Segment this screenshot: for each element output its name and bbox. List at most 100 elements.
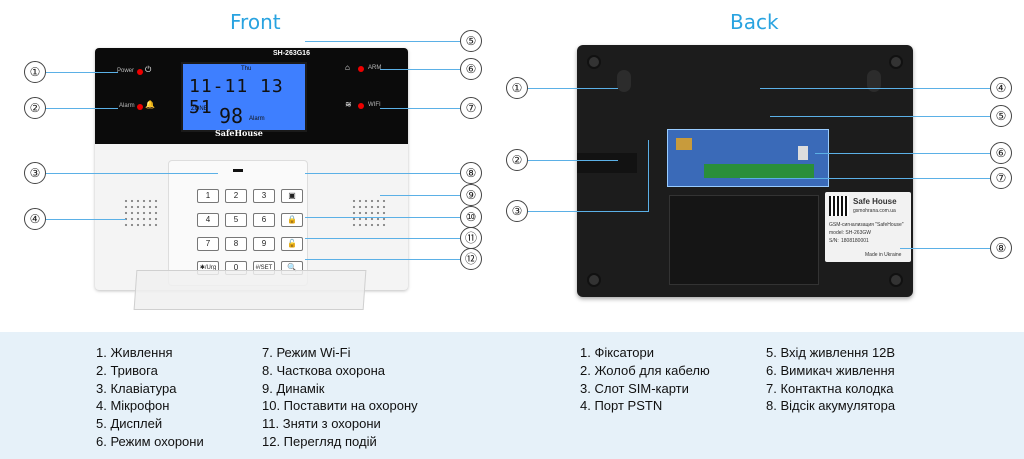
key-9[interactable]: 9: [253, 237, 275, 251]
legend-item: 12. Перегляд подій: [262, 433, 377, 449]
callout-line: [46, 219, 126, 220]
callout-8: ⑧: [460, 162, 482, 184]
battery-compartment: [669, 195, 819, 285]
callout-back-2: ②: [506, 149, 528, 171]
front-legend-col-1: 1. Живлення 2. Тривога 3. Клавіатура 4. …: [96, 344, 204, 451]
key-8[interactable]: 8: [225, 237, 247, 251]
power-label: Power: [117, 68, 135, 74]
key-5[interactable]: 5: [225, 213, 247, 227]
legend-item: 2. Жолоб для кабелю: [580, 362, 710, 378]
circuit-board: [667, 129, 829, 187]
arm-key[interactable]: 🔒: [281, 213, 303, 227]
legend-item: 8. Відсік акумулятора: [766, 398, 896, 414]
alarm-led: [137, 104, 143, 110]
callout-5: ⑤: [460, 30, 482, 52]
callout-back-8: ⑧: [990, 237, 1012, 259]
callout-11: ⑪: [460, 227, 482, 249]
callout-back-6: ⑥: [990, 142, 1012, 164]
legend-item: 7. Режим Wi-Fi: [262, 345, 351, 360]
alarm-label: Alarm: [119, 103, 135, 109]
legend-item: 8. Часткова охорона: [262, 362, 386, 378]
callout-back-4: ④: [990, 77, 1012, 99]
legend-item: 9. Динамік: [262, 380, 325, 396]
sticker-desc: GSM-сигнализация "SafeHouse": [829, 222, 904, 228]
callout-1: ①: [24, 61, 46, 83]
back-heading: Back: [730, 10, 779, 34]
callout-4: ④: [24, 208, 46, 230]
sticker-url: gsmohrana.com.ua: [853, 208, 896, 214]
callout-6: ⑥: [460, 58, 482, 80]
qr-code: [829, 196, 849, 216]
legend-item: 1. Фіксатори: [580, 345, 655, 360]
legend-item: 10. Поставити на охорону: [262, 398, 418, 414]
key-7[interactable]: 7: [197, 237, 219, 251]
sticker-made: Made in Ukraine: [865, 252, 902, 258]
disarm-key[interactable]: 🔓: [281, 237, 303, 251]
lcd-zone-label: ZONE: [191, 106, 208, 112]
screw-icon: [889, 273, 903, 287]
callout-line: [770, 116, 990, 117]
screw-icon: [587, 273, 601, 287]
legend-item: 3. Клавіатура: [96, 380, 177, 396]
callout-9: ⑨: [460, 184, 482, 206]
key-4[interactable]: 4: [197, 213, 219, 227]
legend-item: 1. Живлення: [96, 345, 173, 360]
callout-line: [815, 153, 990, 154]
key-1[interactable]: 1: [197, 189, 219, 203]
legend-item: 2. Тривога: [96, 362, 158, 378]
callout-back-3: ③: [506, 200, 528, 222]
sticker-sn: 1808180001: [841, 238, 869, 244]
keypad-indicator: [233, 169, 243, 172]
front-legend-col-2: 7. Режим Wi-Fi 8. Часткова охорона 9. Ди…: [262, 344, 418, 451]
callout-7: ⑦: [460, 97, 482, 119]
brand-logo: SafeHouse: [215, 128, 263, 138]
power-icon: ⏻: [145, 65, 152, 74]
speaker-grille: [351, 198, 387, 228]
callout-2: ②: [24, 97, 46, 119]
callout-back-5: ⑤: [990, 105, 1012, 127]
sticker-sn-label: S/N:: [829, 238, 839, 244]
legend-item: 4. Мікрофон: [96, 398, 170, 414]
callout-3: ③: [24, 162, 46, 184]
callout-line: [648, 140, 649, 212]
callout-back-1: ①: [506, 77, 528, 99]
legend-item: 5. Вхід живлення 12В: [766, 345, 896, 360]
keypad-cover: [133, 270, 367, 310]
wifi-icon: ≋: [345, 100, 352, 109]
lcd-alarm-word: Alarm: [249, 116, 265, 122]
lcd-time: 11-11 13 51: [189, 76, 284, 118]
sim-slot: [676, 138, 692, 150]
product-sticker: Safe House gsmohrana.com.ua GSM-сигнализ…: [825, 192, 911, 262]
wifi-led: [358, 103, 364, 109]
keypad: 1 2 3 4 5 6 7 8 9 ✱/Urg 0 #/SET ▣ 🔒 🔓 🔍: [168, 160, 308, 286]
callout-line: [380, 195, 460, 196]
back-legend-col-2: 5. Вхід живлення 12В 6. Вимикач живлення…: [766, 344, 895, 415]
key-6[interactable]: 6: [253, 213, 275, 227]
power-led: [137, 69, 143, 75]
legend-item: 4. Порт PSTN: [580, 398, 663, 414]
lcd-day: Thu: [241, 66, 252, 72]
key-2[interactable]: 2: [225, 189, 247, 203]
callout-10: ⑩: [460, 206, 482, 228]
legend-item: 6. Режим охорони: [96, 433, 204, 449]
arm-led: [358, 66, 364, 72]
callout-12: ⑫: [460, 248, 482, 270]
legend-item: 7. Контактна колодка: [766, 380, 894, 396]
partial-arm-key[interactable]: ▣: [281, 189, 303, 203]
key-3[interactable]: 3: [253, 189, 275, 203]
callout-line: [760, 88, 990, 89]
callout-back-7: ⑦: [990, 167, 1012, 189]
back-panel: Safe House gsmohrana.com.ua GSM-сигнализ…: [577, 45, 913, 297]
callout-line: [900, 248, 990, 249]
lcd-zone-number: 98: [219, 104, 244, 128]
callout-line: [305, 259, 460, 260]
front-heading: Front: [230, 10, 281, 34]
callout-line: [305, 217, 460, 218]
callout-line: [46, 173, 218, 174]
bell-icon: 🔔: [145, 100, 155, 109]
terminal-block: [704, 164, 814, 178]
microphone-grille: [123, 198, 159, 228]
mount-latch: [617, 70, 631, 92]
callout-line: [528, 160, 618, 161]
arm-label: ARM: [368, 65, 382, 71]
